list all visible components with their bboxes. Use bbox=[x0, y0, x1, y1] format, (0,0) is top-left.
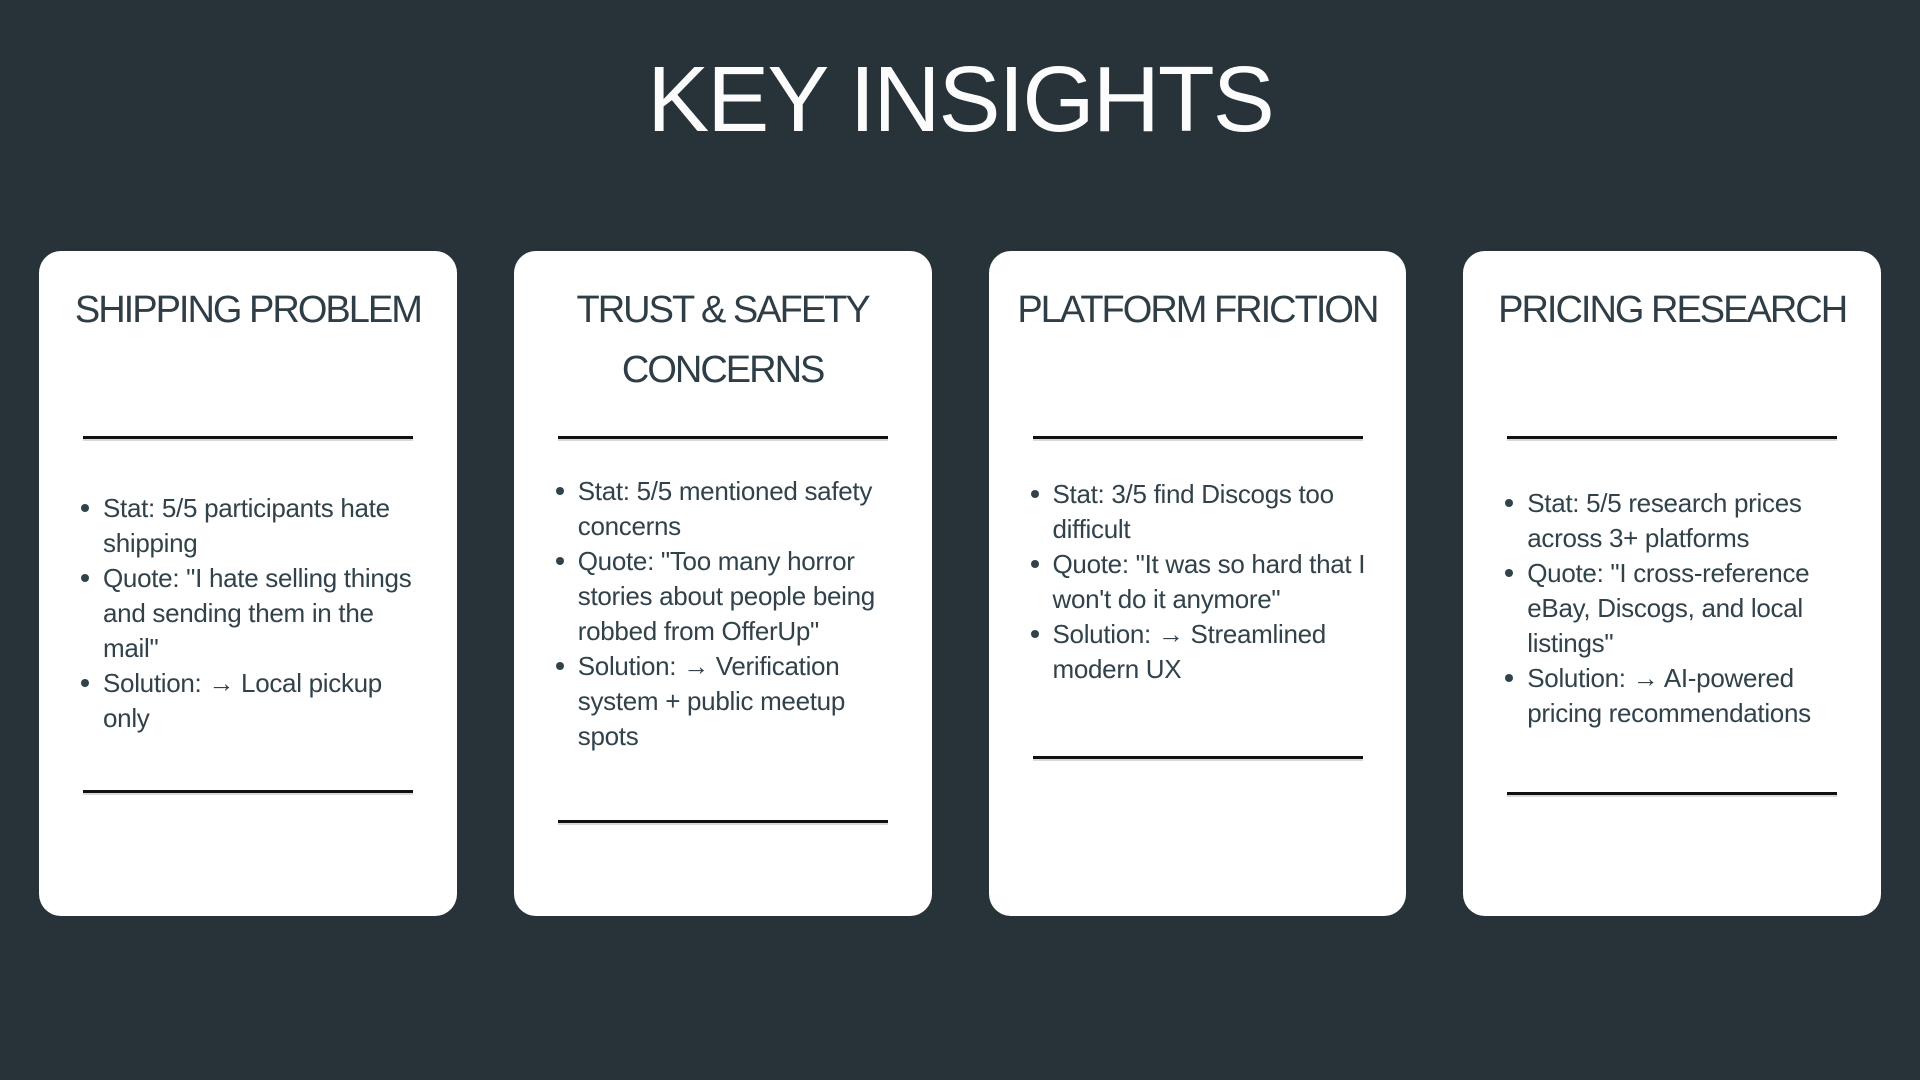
divider-line bbox=[83, 436, 413, 439]
bullet-list: Stat: 5/5 participants hate shipping Quo… bbox=[81, 491, 433, 736]
bullet-dot bbox=[1030, 630, 1039, 638]
bullet-dot bbox=[555, 557, 564, 565]
bullet-item: Stat: 5/5 mentioned safety concerns bbox=[555, 474, 908, 544]
bullet-text: Quote: "I cross-reference eBay, Discogs,… bbox=[1527, 558, 1810, 658]
bullet-item: Solution: → AI-powered pricing recommend… bbox=[1505, 661, 1857, 731]
bullet-item: Solution: → Local pickup only bbox=[81, 666, 433, 736]
insight-card-pricing-research: PRICING RESEARCH Stat: 5/5 research pric… bbox=[1463, 251, 1881, 916]
bullet-item: Solution: → Verification system + public… bbox=[555, 649, 908, 754]
bullet-text: Stat: 3/5 find Discogs too difficult bbox=[1052, 479, 1335, 544]
insight-card-platform-friction: PLATFORM FRICTION Stat: 3/5 find Discogs… bbox=[988, 251, 1407, 916]
bullet-text: Solution: → AI-powered pricing recommend… bbox=[1527, 663, 1811, 728]
bullet-item: Quote: "It was so hard that I won't do i… bbox=[1030, 547, 1383, 617]
card-title: PLATFORM FRICTION bbox=[1017, 289, 1379, 331]
page-title: KEY INSIGHTS bbox=[647, 47, 1274, 151]
divider-line bbox=[1507, 792, 1838, 795]
bullet-item: Stat: 3/5 find Discogs too difficult bbox=[1030, 477, 1383, 547]
bullet-dot bbox=[555, 487, 564, 495]
card-title: TRUST & SAFETY CONCERNS bbox=[576, 289, 871, 391]
bullet-text: Stat: 5/5 research prices across 3+ plat… bbox=[1527, 488, 1802, 553]
bullet-dot bbox=[81, 504, 89, 512]
bullet-list: Stat: 5/5 research prices across 3+ plat… bbox=[1505, 486, 1857, 731]
bullet-text: Solution: → Local pickup only bbox=[103, 668, 382, 733]
bullet-text: Solution: → Streamlined modern UX bbox=[1052, 619, 1327, 684]
bullet-list: Stat: 5/5 mentioned safety concerns Quot… bbox=[555, 474, 908, 754]
divider-line bbox=[557, 436, 888, 439]
bullet-dot bbox=[1030, 490, 1039, 498]
bullet-dot bbox=[1505, 569, 1514, 577]
bullet-item: Quote: "I cross-reference eBay, Discogs,… bbox=[1505, 556, 1857, 661]
bullet-dot bbox=[81, 574, 89, 582]
bullet-dot bbox=[1030, 560, 1039, 568]
divider-line bbox=[557, 820, 888, 823]
bullet-text: Stat: 5/5 mentioned safety concerns bbox=[577, 476, 873, 541]
divider-line bbox=[1507, 436, 1838, 439]
insight-card-shipping-problem: SHIPPING PROBLEM Stat: 5/5 participants … bbox=[39, 251, 457, 916]
bullet-dot bbox=[1505, 674, 1514, 682]
bullet-text: Solution: → Verification system + public… bbox=[577, 651, 846, 751]
bullet-dot bbox=[555, 662, 564, 670]
divider-line bbox=[1032, 756, 1363, 759]
divider-line bbox=[1032, 436, 1363, 439]
card-title: PRICING RESEARCH bbox=[1498, 289, 1848, 331]
bullet-list: Stat: 3/5 find Discogs too difficult Quo… bbox=[1030, 477, 1383, 687]
card-title: SHIPPING PROBLEM bbox=[74, 289, 423, 331]
bullet-item: Stat: 5/5 participants hate shipping bbox=[81, 491, 433, 561]
bullet-dot bbox=[81, 679, 89, 687]
bullet-item: Quote: "I hate selling things and sendin… bbox=[81, 561, 433, 666]
bullet-text: Quote: "It was so hard that I won't do i… bbox=[1052, 549, 1366, 614]
bullet-item: Quote: "Too many horror stories about pe… bbox=[555, 544, 908, 649]
divider-line bbox=[83, 790, 413, 793]
bullet-text: Quote: "Too many horror stories about pe… bbox=[577, 546, 876, 646]
cards-row: SHIPPING PROBLEM Stat: 5/5 participants … bbox=[39, 251, 1881, 916]
bullet-item: Solution: → Streamlined modern UX bbox=[1030, 617, 1383, 687]
bullet-item: Stat: 5/5 research prices across 3+ plat… bbox=[1505, 486, 1857, 556]
insight-card-trust-safety: TRUST & SAFETY CONCERNS Stat: 5/5 mentio… bbox=[513, 251, 932, 916]
bullet-dot bbox=[1505, 499, 1514, 507]
bullet-text: Stat: 5/5 participants hate shipping bbox=[103, 493, 390, 558]
bullet-text: Quote: "I hate selling things and sendin… bbox=[103, 563, 412, 663]
